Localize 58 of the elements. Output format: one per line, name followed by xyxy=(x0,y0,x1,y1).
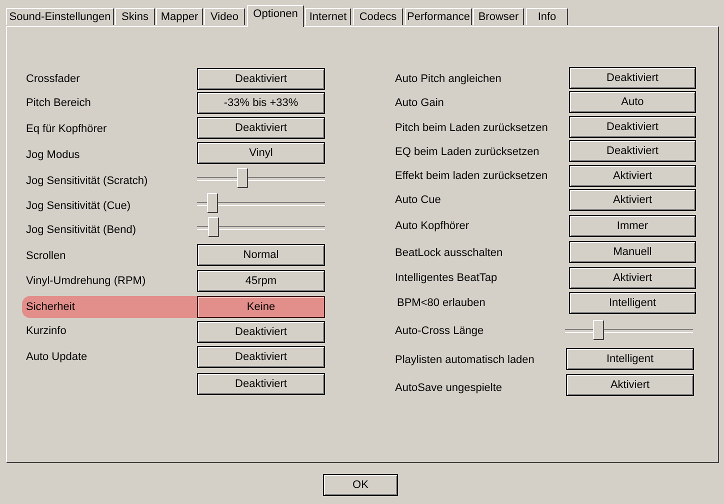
option-button: Aktiviert xyxy=(569,165,696,187)
option-button: Deaktiviert xyxy=(197,346,325,368)
setting-label: Intelligentes BeatTap xyxy=(395,271,498,285)
option-button: Manuell xyxy=(569,241,696,263)
setting-label: EQ beim Laden zurücksetzen xyxy=(395,145,540,159)
settings-tab: Info xyxy=(526,8,568,25)
option-button: Aktiviert xyxy=(569,267,696,289)
setting-label: Jog Sensitivität (Scratch) xyxy=(26,174,148,188)
settings-tab: Performance xyxy=(405,8,472,25)
option-button: Deaktiviert xyxy=(197,117,325,139)
option-button: Deaktiviert xyxy=(197,321,325,343)
setting-label: Auto Kopfhörer xyxy=(395,219,469,233)
settings-tab: Video xyxy=(204,8,245,25)
settings-tab: Mapper xyxy=(156,8,203,25)
option-button: Keine xyxy=(197,296,325,318)
option-button: Deaktiviert xyxy=(569,116,696,138)
settings-tab: Sound-Einstellungen xyxy=(6,8,114,25)
option-button: Intelligent xyxy=(566,348,694,370)
setting-label: Pitch beim Laden zurücksetzen xyxy=(395,121,548,135)
option-button: Vinyl xyxy=(197,142,325,164)
option-button: Auto xyxy=(569,91,696,113)
option-button: Normal xyxy=(197,244,325,266)
settings-tab: Internet xyxy=(305,8,351,25)
setting-label: Sicherheit xyxy=(26,300,75,314)
setting-label: Jog Sensitivität (Bend) xyxy=(26,223,136,237)
option-button: Aktiviert xyxy=(566,374,694,396)
option-button: -33% bis +33% xyxy=(197,92,325,114)
setting-label: Auto Update xyxy=(26,350,88,364)
setting-label: Pitch Bereich xyxy=(26,96,91,110)
setting-label: Auto Cue xyxy=(395,193,441,207)
setting-label: Auto-Cross Länge xyxy=(395,324,484,338)
setting-label: Auto Gain xyxy=(395,96,444,110)
setting-label: Jog Sensitivität (Cue) xyxy=(26,199,131,213)
option-button: 45rpm xyxy=(197,270,325,292)
option-button: Intelligent xyxy=(569,292,696,314)
option-button: Deaktiviert xyxy=(197,373,325,395)
option-button: Deaktiviert xyxy=(569,67,696,89)
option-button: Deaktiviert xyxy=(197,68,325,90)
settings-tab: Browser xyxy=(473,8,524,25)
setting-label: Effekt beim laden zurücksetzen xyxy=(395,169,548,183)
setting-label: Crossfader xyxy=(26,72,80,86)
option-button: Aktiviert xyxy=(569,189,696,211)
setting-label: Kurzinfo xyxy=(26,324,66,338)
setting-label: AutoSave ungespielte xyxy=(395,381,502,395)
option-button: Deaktiviert xyxy=(569,140,696,162)
settings-tab: Skins xyxy=(115,8,155,25)
setting-label: Eq für Kopfhörer xyxy=(26,122,107,136)
setting-label: Vinyl-Umdrehung (RPM) xyxy=(26,274,146,288)
ok-button: OK xyxy=(323,474,398,496)
setting-label: Auto Pitch angleichen xyxy=(395,72,502,86)
option-button: Immer xyxy=(569,215,696,237)
setting-label: BeatLock ausschalten xyxy=(395,246,503,260)
setting-label: Jog Modus xyxy=(26,148,80,162)
setting-label: Scrollen xyxy=(26,249,66,263)
setting-label: Playlisten automatisch laden xyxy=(395,353,534,367)
setting-label: BPM<80 erlauben xyxy=(397,296,486,310)
settings-tab: Optionen xyxy=(247,5,304,27)
settings-tab: Codecs xyxy=(353,8,403,25)
